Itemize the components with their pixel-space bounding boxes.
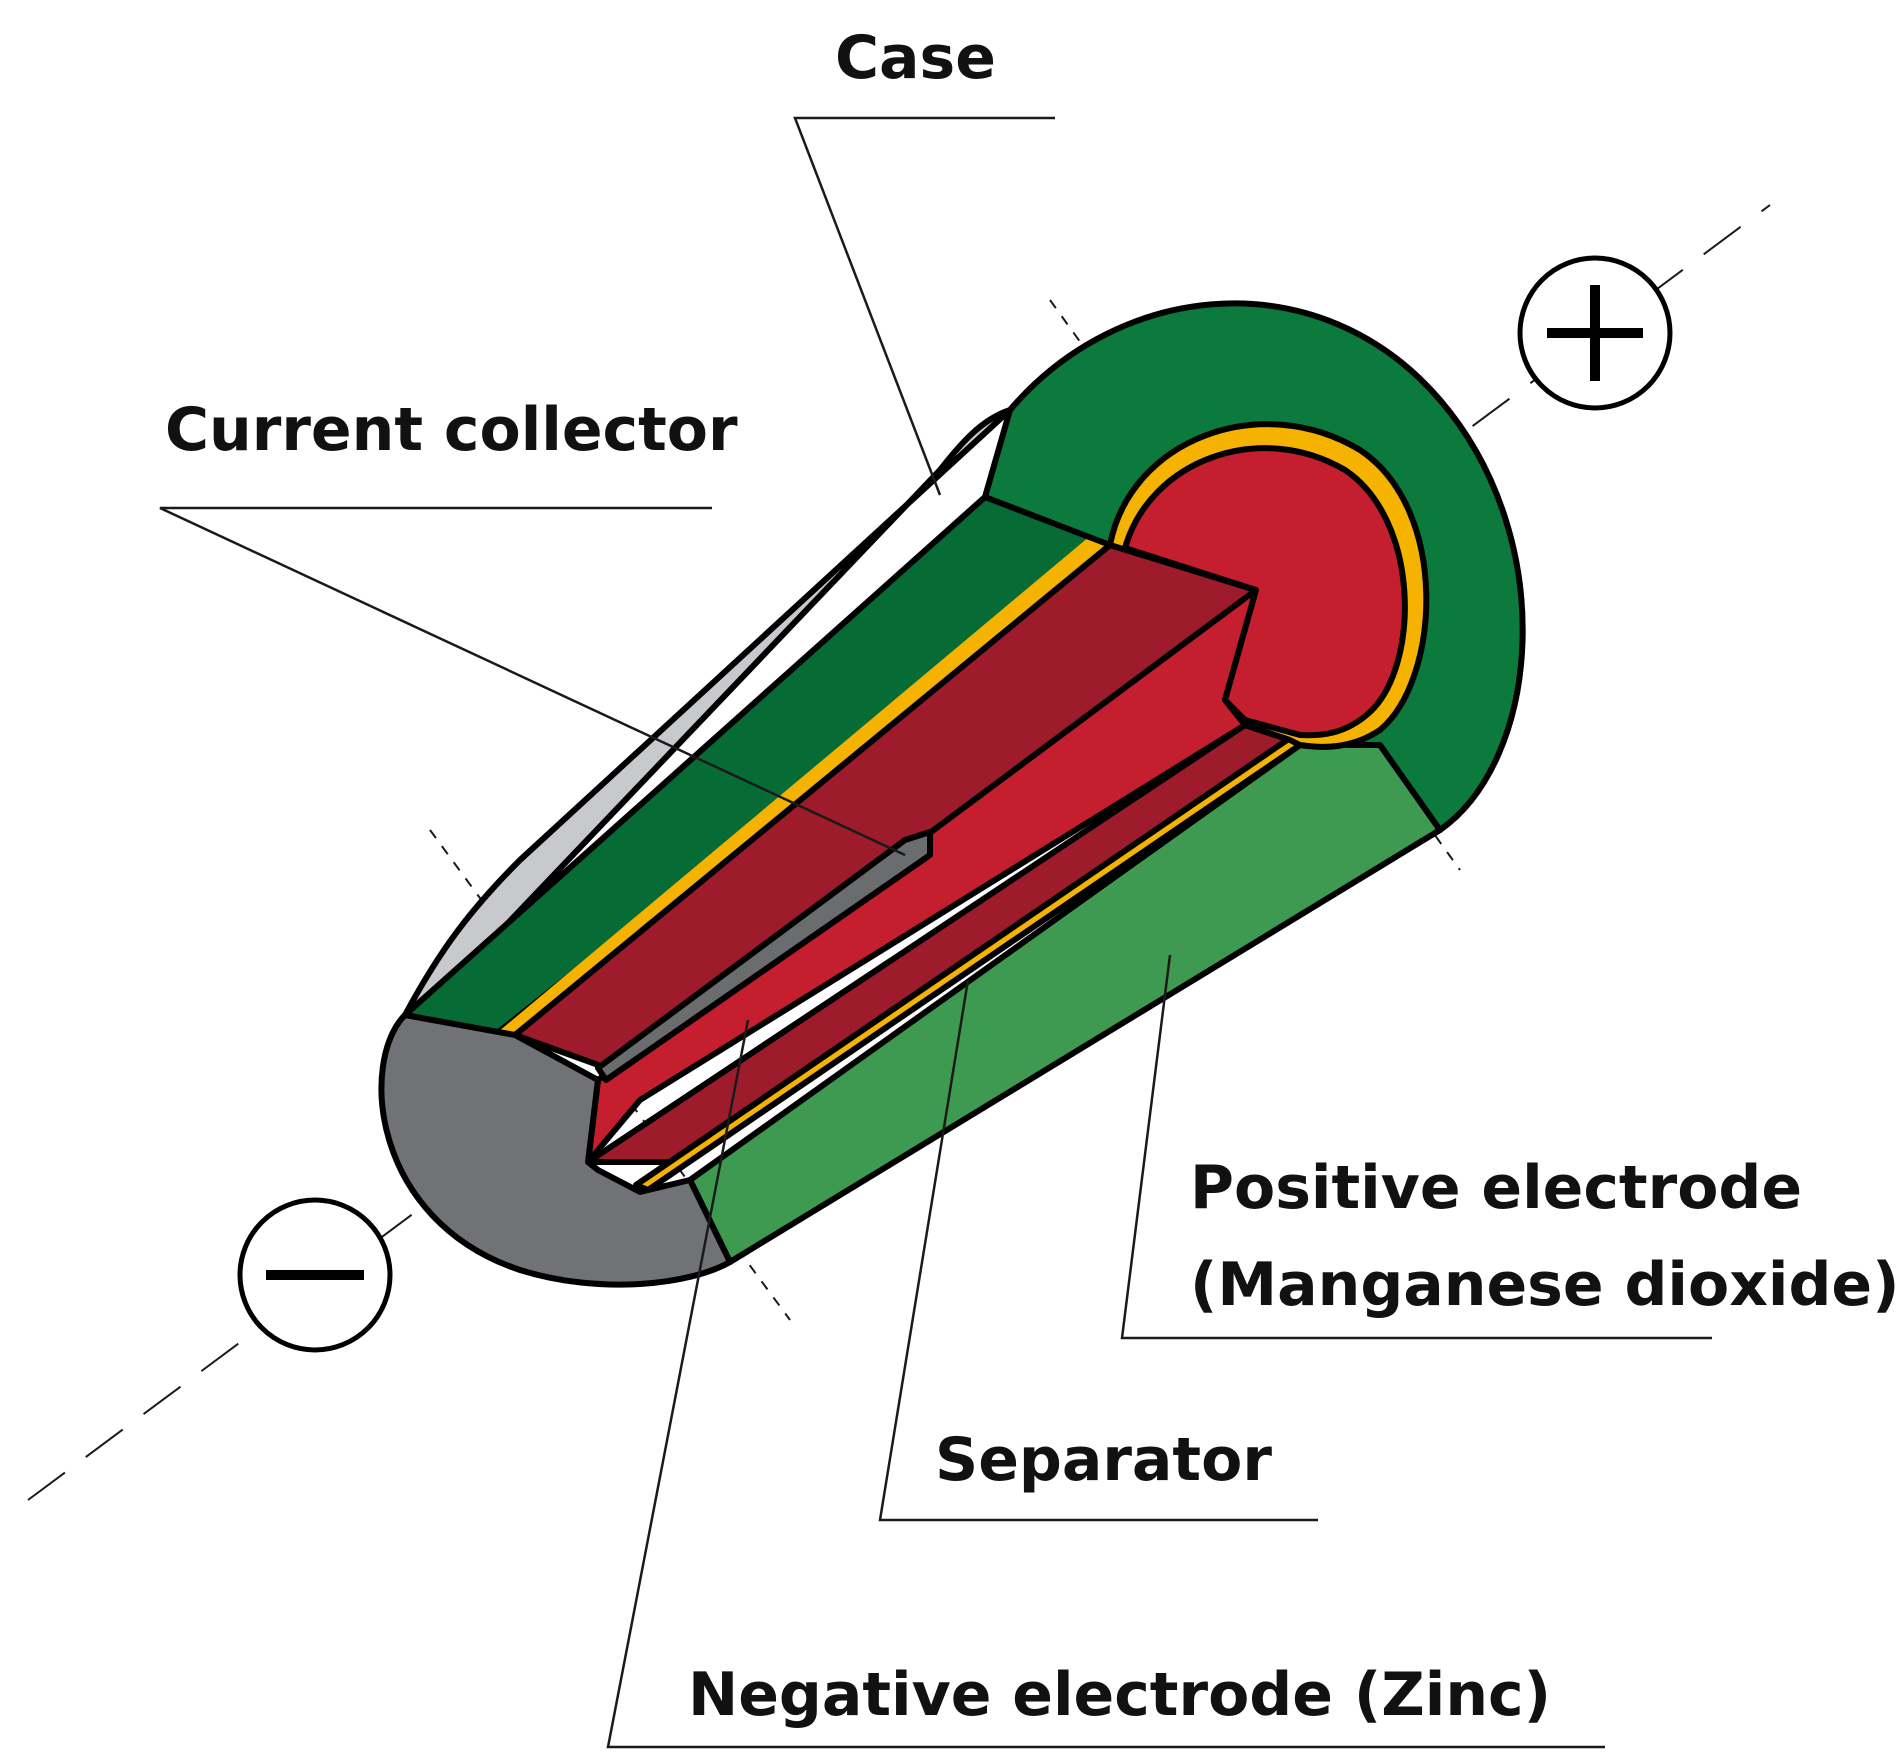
leader-lines (159, 116, 1712, 1749)
leader-current-collector (159, 506, 906, 857)
leader-case (793, 116, 1055, 496)
label-case: Case (835, 23, 996, 93)
label-positive-electrode-line1: Positive electrode (1190, 1153, 1802, 1223)
negative-end-cap (378, 1012, 733, 1288)
leader-separator (878, 979, 1318, 1522)
label-positive-electrode-line2: (Manganese dioxide) (1190, 1250, 1900, 1320)
label-current-collector: Current collector (165, 395, 738, 465)
separator-top-strip (498, 536, 1112, 1038)
battery-body (378, 300, 1526, 1288)
label-negative-electrode: Negative electrode (Zinc) (688, 1660, 1551, 1730)
current-collector-rod (595, 829, 933, 1083)
negative-terminal-symbol (237, 1197, 393, 1353)
label-separator: Separator (935, 1425, 1272, 1495)
positive-electrode-end-face (1122, 445, 1408, 739)
leader-negative-electrode (606, 1019, 1605, 1749)
leader-positive-electrode (1120, 954, 1712, 1340)
positive-terminal-symbol (1517, 255, 1673, 411)
